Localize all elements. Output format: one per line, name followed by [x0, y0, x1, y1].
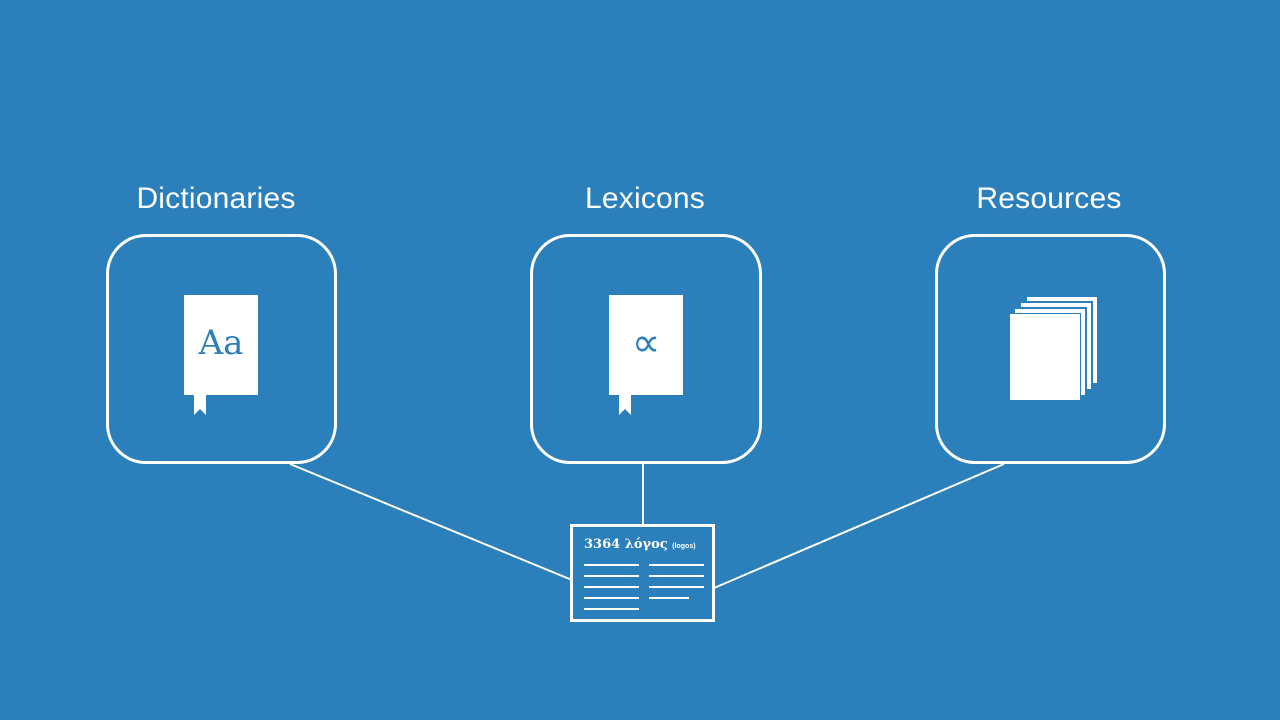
dictionary-glyph: Aa [198, 323, 244, 363]
bookmark-ribbon-icon [194, 395, 206, 415]
resources-tile[interactable] [935, 234, 1166, 464]
text-line [584, 575, 639, 577]
dictionaries-tile[interactable]: Aa [106, 234, 337, 464]
resources-heading: Resources [976, 182, 1122, 215]
alpha-glyph: ∝ [631, 320, 661, 366]
entry-transliteration: (logos) [672, 543, 696, 550]
lexicons-heading: Lexicons [584, 182, 705, 215]
lexicon-entry-card[interactable]: 3364 λόγος (logos) [570, 524, 715, 622]
text-line [649, 564, 704, 566]
text-line [584, 586, 639, 588]
connector-dictionaries [289, 463, 573, 581]
connector-resources [713, 463, 1005, 589]
lexicons-tile[interactable]: ∝ [530, 234, 762, 464]
text-line [649, 597, 689, 599]
text-line [584, 597, 639, 599]
text-line [649, 575, 704, 577]
text-line [584, 564, 639, 566]
entry-number: 3364 [584, 537, 621, 552]
dictionary-book-icon: Aa [184, 295, 258, 395]
dictionaries-heading: Dictionaries [136, 182, 296, 215]
text-line [649, 586, 704, 588]
entry-word: λόγος [624, 537, 668, 552]
bookmark-ribbon-icon [619, 395, 631, 415]
entry-title: 3364 λόγος (logos) [584, 537, 696, 555]
stacked-pages-icon [1010, 297, 1097, 400]
lexicon-book-icon: ∝ [609, 295, 683, 395]
text-line [584, 608, 639, 610]
